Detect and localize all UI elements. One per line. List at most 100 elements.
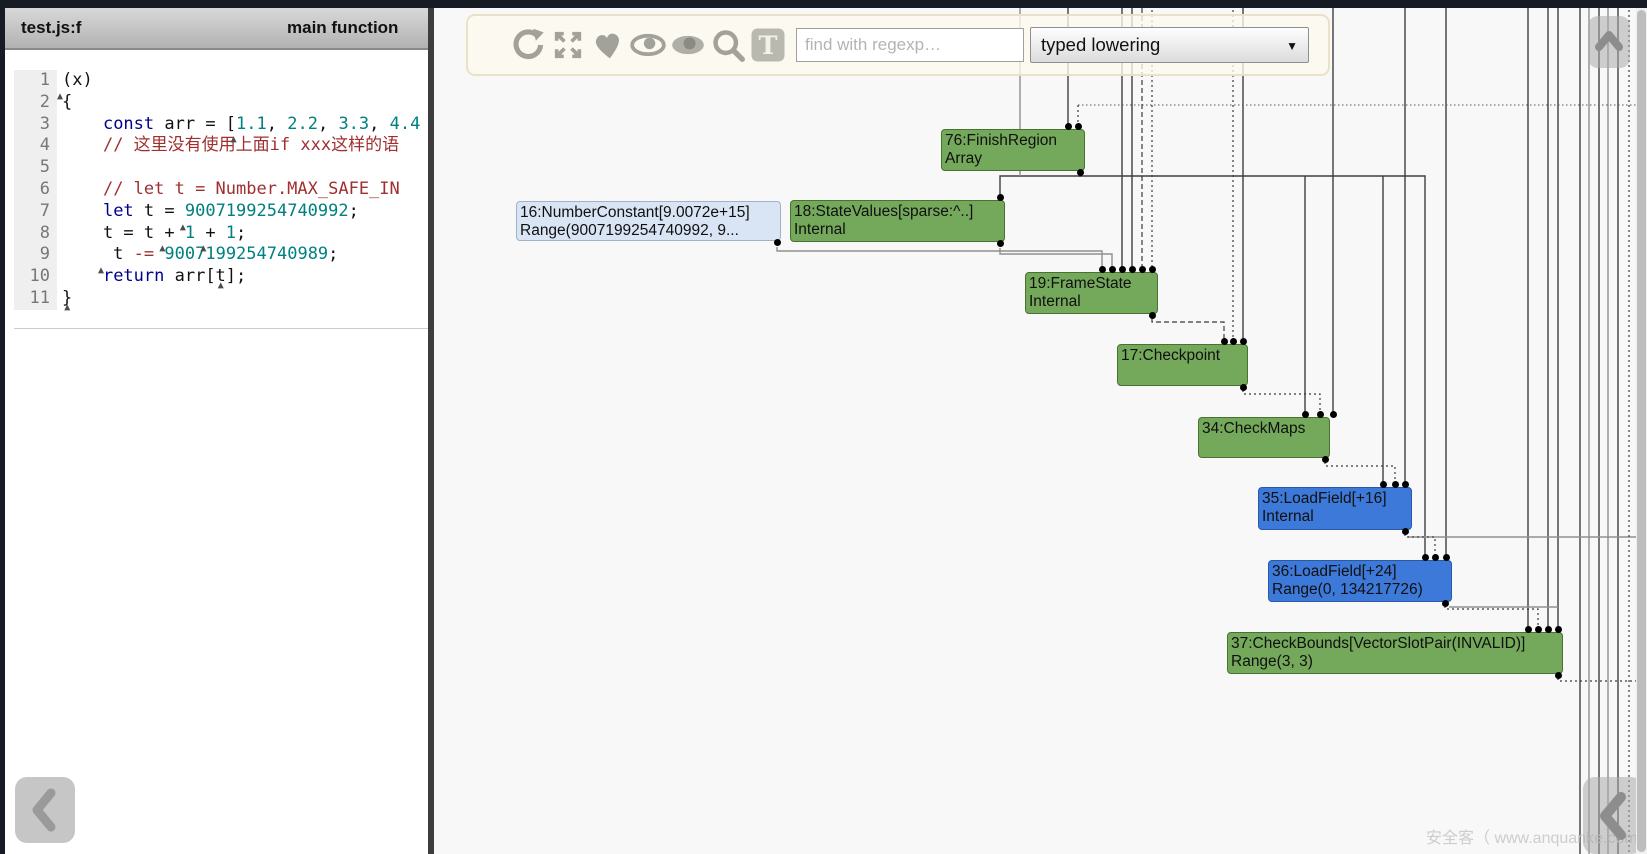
code-line[interactable]: 6 // let t = Number.MAX_SAFE_IN: [14, 179, 428, 201]
line-number: 11: [14, 288, 57, 310]
code-line[interactable]: 9 t -= ▲9007▲199254740989;: [14, 244, 428, 266]
code-segment: 2.2: [287, 114, 318, 134]
code-text: [57, 157, 62, 179]
code-text: }▲: [57, 288, 72, 310]
graph-node-17[interactable]: 17:Checkpoint: [1117, 344, 1248, 386]
code-lines: 1(x)2▲{3 const arr = [1.1, 2.2, 3.3, 4.4…: [14, 70, 428, 329]
code-segment: 4.4: [390, 114, 421, 134]
code-segment: [62, 179, 103, 199]
line-number: 4: [14, 135, 57, 157]
code-segment: 199254740989: [205, 244, 328, 264]
code-text: // 这里没有使用▲上面if xxx这样的语: [57, 135, 399, 157]
code-segment: 3.3: [338, 114, 369, 134]
code-line[interactable]: 11}▲: [14, 288, 428, 310]
code-line[interactable]: 4 // 这里没有使用▲上面if xxx这样的语: [14, 135, 428, 157]
code-segment: (x): [62, 70, 93, 90]
chevron-left-icon: [1583, 777, 1643, 854]
code-segment: // 这里没有使用: [103, 135, 236, 155]
code-segment: let: [103, 201, 134, 221]
show-selected-icon[interactable]: [628, 24, 668, 66]
code-line[interactable]: 7 let t = 9007199254740992;: [14, 201, 428, 223]
vertical-scrollbar: [1636, 8, 1647, 854]
graph-node-37[interactable]: 37:CheckBounds[VectorSlotPair(INVALID)]R…: [1227, 632, 1563, 674]
code-segment: 上面if xxx这样的语: [236, 135, 399, 155]
scrollbar-thumb[interactable]: [1637, 10, 1646, 852]
line-number: 3: [14, 114, 57, 136]
chevron-down-icon: ▼: [1286, 28, 1298, 64]
toggle-types-icon[interactable]: T: [748, 24, 788, 66]
panel-divider[interactable]: [428, 0, 434, 854]
graph-node-19[interactable]: 19:FrameStateInternal: [1025, 272, 1158, 314]
code-line[interactable]: 5: [14, 157, 428, 179]
code-segment: [62, 266, 103, 286]
graph-node-34[interactable]: 34:CheckMaps: [1198, 417, 1330, 458]
code-segment: 9007: [164, 244, 205, 264]
expand-all-icon[interactable]: [548, 24, 588, 66]
code-segment: 1: [226, 223, 236, 243]
line-number: 1: [14, 70, 57, 92]
code-segment: ,: [318, 114, 338, 134]
relayout-icon[interactable]: [508, 24, 548, 66]
code-line[interactable]: 3 const arr = [1.1, 2.2, 3.3, 4.4: [14, 114, 428, 136]
graph-toolbar: T typed lowering ▼: [466, 14, 1330, 76]
code-segment: [62, 201, 103, 221]
graph-node-16[interactable]: 16:NumberConstant[9.0072e+15]Range(90071…: [516, 201, 781, 241]
line-number: 7: [14, 201, 57, 223]
code-segment: // let t = Number.MAX_SAFE_IN: [103, 179, 400, 199]
zoom-selection-icon[interactable]: [708, 24, 748, 66]
graph-node-18[interactable]: 18:StateValues[sparse:^..]Internal: [790, 200, 1005, 242]
code-segment: [62, 114, 103, 134]
code-segment: -=: [134, 244, 154, 264]
code-segment: const: [103, 114, 154, 134]
code-segment: arr[t: [164, 266, 225, 286]
code-line[interactable]: 2▲{: [14, 92, 428, 114]
hide-selected-icon[interactable]: [668, 24, 708, 66]
code-text: ▲{: [57, 92, 72, 114]
code-segment: ;: [328, 244, 338, 264]
line-number: 8: [14, 223, 57, 245]
line-number: 10: [14, 266, 57, 288]
code-segment: 1.1: [236, 114, 267, 134]
code-segment: t = t +: [62, 223, 185, 243]
code-line[interactable]: 8 t = t + ▲1 + 1;: [14, 223, 428, 245]
graph-node-35[interactable]: 35:LoadField[+16]Internal: [1258, 487, 1412, 530]
code-segment: ;: [236, 223, 246, 243]
line-number: 6: [14, 179, 57, 201]
collapse-up-button[interactable]: [1588, 16, 1630, 68]
code-segment: ];: [226, 266, 246, 286]
code-segment: return: [103, 266, 164, 286]
source-title: test.js:f: [21, 8, 81, 48]
source-subtitle: main function: [287, 8, 398, 48]
code-line[interactable]: 1(x): [14, 70, 428, 92]
graph-node-76[interactable]: 76:FinishRegionArray: [941, 129, 1085, 171]
top-bar: [0, 0, 1647, 8]
code-line[interactable]: 10 ▲return arr[t▲];: [14, 266, 428, 288]
code-segment: ,: [369, 114, 389, 134]
phase-select[interactable]: typed lowering ▼: [1030, 27, 1309, 63]
code-segment: arr = [: [154, 114, 236, 134]
search-input[interactable]: [796, 28, 1024, 62]
code-text: t = t + ▲1 + 1;: [57, 223, 246, 245]
next-pane-button[interactable]: [1583, 777, 1643, 854]
code-text: // let t = Number.MAX_SAFE_IN: [57, 179, 400, 201]
line-number: 5: [14, 157, 57, 179]
left-edge-strip: [0, 0, 5, 854]
code-segment: ;: [349, 201, 359, 221]
graph-node-36[interactable]: 36:LoadField[+24]Range(0, 134217726): [1268, 560, 1452, 602]
line-number: 9: [14, 244, 57, 266]
code-text: t -= ▲9007▲199254740989;: [57, 244, 338, 266]
chevron-up-icon: [1588, 16, 1630, 68]
prev-pane-button[interactable]: [15, 777, 75, 843]
code-segment: ,: [267, 114, 287, 134]
line-number: 2: [14, 92, 57, 114]
heart-icon[interactable]: [588, 24, 628, 66]
code-segment: t =: [134, 201, 185, 221]
code-segment: {: [62, 92, 72, 112]
source-header: test.js:f main function: [5, 8, 428, 50]
code-text: (x): [57, 70, 93, 92]
svg-text:T: T: [759, 31, 778, 61]
chevron-left-icon: [15, 777, 75, 843]
code-text: ▲return arr[t▲];: [57, 266, 246, 288]
code-segment: 9007199254740992: [185, 201, 349, 221]
